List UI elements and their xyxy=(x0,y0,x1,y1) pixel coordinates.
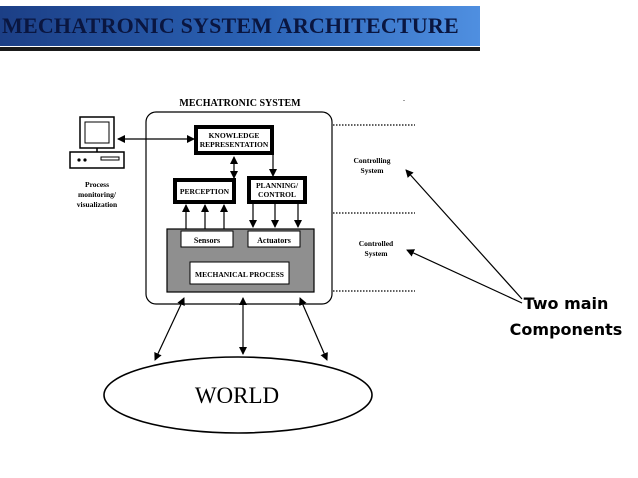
knowledge-label-line1: KNOWLEDGE xyxy=(209,131,260,140)
callout-label-line1: Two main xyxy=(524,294,609,313)
world-label: WORLD xyxy=(195,383,279,408)
callout-arrow-controlled xyxy=(406,249,523,304)
title-underline xyxy=(0,47,480,51)
stray-mark: . xyxy=(403,94,405,103)
world-ellipse xyxy=(103,356,373,434)
computer-label-line3: visualization xyxy=(77,200,118,209)
title-bar: MECHATRONIC SYSTEM ARCHITECTURE xyxy=(0,6,480,46)
system-label: MECHATRONIC SYSTEM xyxy=(179,98,301,109)
computer-label-line2: monitoring/ xyxy=(78,190,117,199)
controlling-label-line2: System xyxy=(361,166,385,175)
computer-label-line1: Process xyxy=(85,180,109,189)
actuators-box xyxy=(247,230,301,248)
planning-label-line2: CONTROL xyxy=(258,190,296,199)
slide-title: MECHATRONIC SYSTEM ARCHITECTURE xyxy=(2,13,459,38)
mechanical-process-label: MECHANICAL PROCESS xyxy=(195,270,284,279)
knowledge-representation-block xyxy=(194,125,274,155)
callout-arrow-controlling xyxy=(405,169,523,300)
controlled-label-line2: System xyxy=(365,249,389,258)
planning-control-block xyxy=(247,176,307,204)
mechanical-process-box xyxy=(189,261,290,285)
sensors-box xyxy=(180,230,234,248)
perception-label: PERCEPTION xyxy=(180,187,230,196)
planning-label-line1: PLANNING/ xyxy=(256,181,299,190)
world-arrow-right xyxy=(299,297,328,361)
knowledge-label-line2: REPRESENTATION xyxy=(200,140,269,149)
computer-icon xyxy=(69,116,125,169)
perception-block xyxy=(173,178,236,204)
callout-label-line2: Components xyxy=(510,320,623,339)
controlling-label-line1: Controlling xyxy=(354,156,391,165)
actuators-label: Actuators xyxy=(257,236,291,245)
world-arrow-left xyxy=(154,297,185,361)
sensors-label: Sensors xyxy=(194,236,220,245)
controlled-label-line1: Controlled xyxy=(359,239,394,248)
